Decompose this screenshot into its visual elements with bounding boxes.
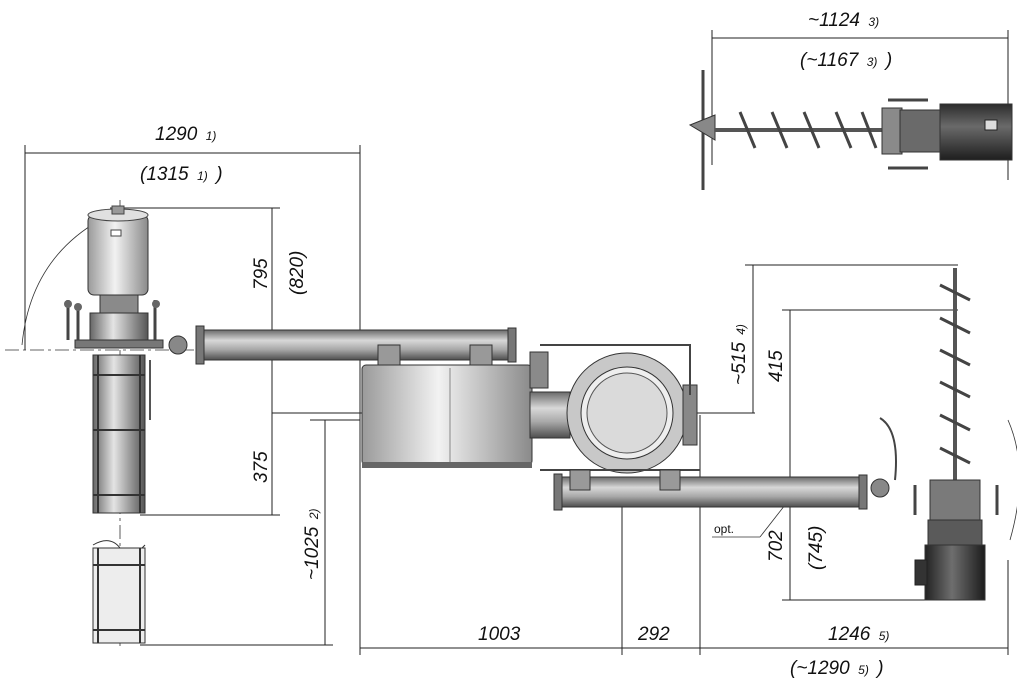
- dim-base-a: 1003: [478, 624, 521, 645]
- vertical-screw-unit: [913, 268, 999, 601]
- lower-cylinder: [553, 417, 897, 511]
- upper-cylinder: [195, 325, 517, 366]
- dim-vessel-height-alt: (820): [287, 251, 308, 295]
- dim-left-depth: ~1025 2): [302, 508, 323, 580]
- dim-motor-drop: 702: [766, 530, 787, 562]
- dim-top-overall: ~1124 3): [808, 10, 879, 31]
- option-label: opt.: [714, 522, 734, 536]
- dim-base-b: 292: [637, 624, 670, 645]
- dimension-lines: [5, 30, 1017, 655]
- main-drum: [361, 351, 571, 468]
- vertical-drive-unit: [64, 205, 188, 644]
- dim-screw-rise: 415: [766, 350, 787, 382]
- horizontal-auger-unit: [688, 70, 1013, 190]
- dim-lower-height: 375: [251, 451, 272, 483]
- dim-left-overall-alt: (1315 1) ): [140, 164, 223, 185]
- dim-base-c-alt: (~1290 5) ): [790, 658, 884, 679]
- dim-top-overall-alt: (~1167 3) ): [800, 50, 892, 71]
- dim-vessel-height: 795: [251, 258, 272, 290]
- dim-screw-top: ~515 4): [729, 324, 750, 385]
- flange-wheel: [540, 344, 700, 474]
- dim-left-overall: 1290 1): [155, 124, 216, 145]
- dim-base-c: 1246 5): [828, 624, 889, 645]
- dimension-labels: ~1124 3) (~1167 3) ) 1290 1) (1315 1) ) …: [140, 10, 892, 679]
- dim-motor-drop-alt: (745): [806, 526, 827, 570]
